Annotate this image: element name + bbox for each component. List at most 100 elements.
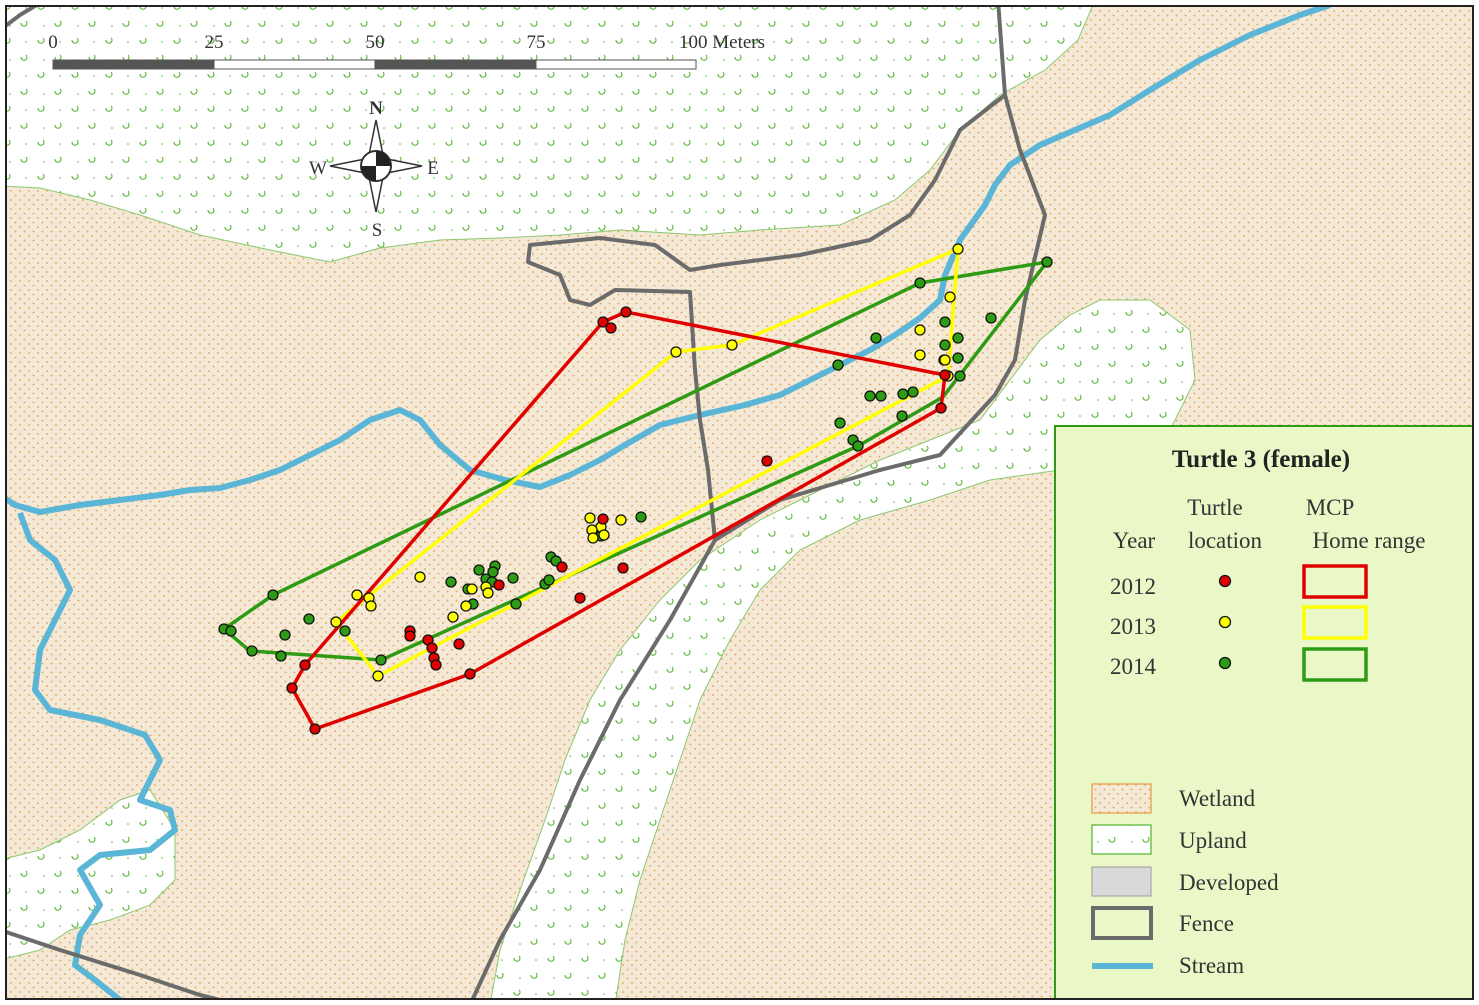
- legend-mcp-2014: [1302, 647, 1368, 682]
- upland-swatch-icon: [1091, 824, 1152, 855]
- turtle-location-2013-point: [351, 589, 363, 601]
- upland-area-north: [6, 6, 1093, 263]
- turtle-location-2014-point: [896, 410, 908, 422]
- compass-east-label: E: [427, 158, 439, 179]
- turtle-location-2013-point: [482, 587, 494, 599]
- scale-segment-2: [213, 59, 376, 70]
- turtle-location-2014-point: [510, 598, 522, 610]
- scale-tick-75: 75: [527, 32, 546, 53]
- turtle-location-2012-point: [309, 723, 321, 735]
- turtle-location-2013-point: [598, 529, 610, 541]
- scale-segment-1: [52, 59, 215, 70]
- compass-rose-icon: N S E W: [309, 98, 439, 241]
- turtle-location-2014-point: [1041, 256, 1053, 268]
- turtle-location-2014-point: [897, 388, 909, 400]
- turtle-location-2014-point: [939, 339, 951, 351]
- legend-point-2012: [1218, 574, 1232, 588]
- turtle-location-2013-point: [414, 571, 426, 583]
- turtle-location-2014-point: [246, 645, 258, 657]
- turtle-location-2013-point: [466, 583, 478, 595]
- turtle-location-2014-point: [852, 440, 864, 452]
- turtle-location-2012-point: [939, 369, 951, 381]
- turtle-location-2012-point: [430, 659, 442, 671]
- scale-segment-3: [374, 59, 537, 70]
- turtle-location-2014-point: [445, 576, 457, 588]
- stream-line: [6, 6, 1331, 999]
- legend-header-turtle: Turtle: [1187, 495, 1242, 520]
- turtle-location-2013-point: [330, 616, 342, 628]
- turtle-location-2014-point: [267, 589, 279, 601]
- turtle-locations-2012: [286, 306, 951, 735]
- turtle-location-2013-point: [670, 346, 682, 358]
- compass-north-label: N: [369, 98, 383, 119]
- legend-point-2014: [1218, 656, 1232, 670]
- turtle-location-2013-point: [460, 600, 472, 612]
- turtle-location-2014-point: [914, 277, 926, 289]
- turtle-location-2013-point: [584, 512, 596, 524]
- turtle-location-2014-point: [473, 564, 485, 576]
- turtle-location-2012-point: [620, 306, 632, 318]
- turtle-location-2013-point: [726, 339, 738, 351]
- legend-point-2013: [1218, 615, 1232, 629]
- legend-class-fence: Fence: [1179, 911, 1234, 936]
- turtle-location-2013-point: [914, 349, 926, 361]
- turtle-location-2012-point: [404, 630, 416, 642]
- turtle-location-2014-point: [954, 370, 966, 382]
- legend-mcp-2013: [1302, 605, 1368, 640]
- legend-class-stream: Stream: [1179, 953, 1244, 978]
- developed-swatch-icon: [1091, 866, 1152, 897]
- turtle-location-2012-point: [597, 513, 609, 525]
- turtle-location-2013-point: [447, 611, 459, 623]
- scale-tick-50: 50: [366, 32, 385, 53]
- turtle-location-2014-point: [907, 386, 919, 398]
- turtle-location-2014-point: [870, 332, 882, 344]
- turtle-location-2014-point: [375, 654, 387, 666]
- turtle-location-2014-point: [339, 625, 351, 637]
- fence-swatch-icon: [1091, 906, 1153, 940]
- turtle-location-2012-point: [453, 638, 465, 650]
- turtle-location-2014-point: [864, 390, 876, 402]
- turtle-location-2014-point: [279, 629, 291, 641]
- turtle-location-2012-point: [299, 659, 311, 671]
- legend-year-2014: 2014: [1110, 654, 1157, 679]
- legend-year-2013: 2013: [1110, 614, 1156, 639]
- turtle-location-2012-point: [617, 562, 629, 574]
- wetland-swatch-icon: [1091, 783, 1152, 814]
- legend-mcp-2012: [1302, 564, 1368, 599]
- upland-area-southwest: [6, 789, 176, 960]
- legend-class-wetland: Wetland: [1179, 786, 1256, 811]
- legend-class-developed: Developed: [1179, 870, 1279, 895]
- turtle-location-2012-point: [464, 668, 476, 680]
- scale-tick-25: 25: [205, 32, 224, 53]
- compass-south-label: S: [372, 220, 383, 241]
- turtle-location-2014-point: [543, 574, 555, 586]
- turtle-location-2014-point: [275, 650, 287, 662]
- legend-class-upland: Upland: [1179, 828, 1247, 853]
- turtle-location-2013-point: [944, 291, 956, 303]
- turtle-location-2014-point: [875, 390, 887, 402]
- legend-title: Turtle 3 (female): [1172, 446, 1350, 473]
- turtle-location-2013-point: [952, 243, 964, 255]
- turtle-location-2014-point: [487, 566, 499, 578]
- turtle-location-2012-point: [761, 455, 773, 467]
- turtle-location-2014-point: [952, 332, 964, 344]
- turtle-location-2014-point: [303, 613, 315, 625]
- scale-segment-4: [535, 59, 697, 70]
- turtle-locations-2014: [218, 256, 1053, 666]
- turtle-location-2012-point: [426, 642, 438, 654]
- scale-tick-100: 100 Meters: [679, 32, 765, 53]
- turtle-location-2013-point: [587, 532, 599, 544]
- turtle-location-2012-point: [286, 682, 298, 694]
- map-frame: [5, 5, 1474, 1000]
- legend-header-mcp: MCP: [1306, 495, 1355, 520]
- turtle-location-2014-point: [832, 359, 844, 371]
- turtle-location-2014-point: [952, 352, 964, 364]
- turtle-location-2012-point: [597, 316, 609, 328]
- turtle-location-2014-point: [635, 511, 647, 523]
- turtle-location-2014-point: [834, 417, 846, 429]
- turtle-location-2012-point: [556, 561, 568, 573]
- legend-panel: Turtle 3 (female) Turtle MCP Year locati…: [1054, 425, 1474, 1000]
- legend-header-home-range: Home range: [1312, 528, 1425, 553]
- legend-header-location: location: [1188, 528, 1263, 553]
